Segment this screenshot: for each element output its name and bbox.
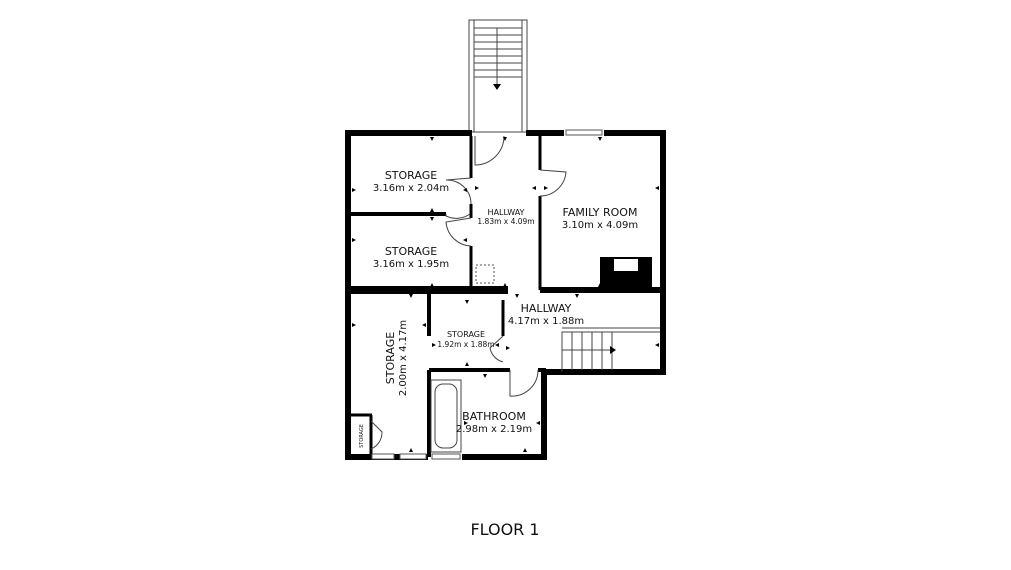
room-name-hallway-upper: HALLWAY (488, 208, 525, 217)
room-name-storage-mid: STORAGE (385, 245, 437, 258)
room-name-bathroom: BATHROOM (462, 410, 526, 423)
dimension-markers (352, 137, 659, 452)
staircase-top (468, 19, 528, 133)
fireplace (600, 257, 652, 290)
room-dim-bathroom: 2.98m x 2.19m (456, 424, 532, 435)
floor-label: FLOOR 1 (470, 520, 539, 539)
room-dim-storage-left: 2.00m x 4.17m (398, 320, 409, 396)
room-name-storage-top: STORAGE (385, 169, 437, 182)
bathtub (430, 379, 462, 453)
room-name-storage-tiny: STORAGE (359, 424, 365, 448)
stair-arrow-icon (610, 346, 616, 354)
room-dim-family-room: 3.10m x 4.09m (562, 220, 638, 231)
room-dim-storage-small: 1.92m x 1.88m (437, 340, 494, 349)
doors (370, 135, 567, 450)
room-dim-hallway-lower: 4.17m x 1.88m (508, 316, 584, 327)
stair-arrow-icon (493, 84, 501, 90)
staircase-lower (561, 327, 660, 372)
room-dim-storage-top: 3.16m x 2.04m (373, 183, 449, 194)
windows (371, 129, 603, 460)
room-name-storage-left: STORAGE (384, 332, 397, 384)
room-name-family-room: FAMILY ROOM (563, 206, 638, 219)
interior-walls (349, 136, 660, 457)
room-name-storage-small: STORAGE (447, 330, 485, 339)
attic-hatch (475, 264, 495, 284)
room-name-hallway-lower: HALLWAY (521, 302, 572, 315)
room-dim-storage-mid: 3.16m x 1.95m (373, 259, 449, 270)
room-dim-hallway-upper: 1.83m x 4.09m (477, 217, 534, 226)
